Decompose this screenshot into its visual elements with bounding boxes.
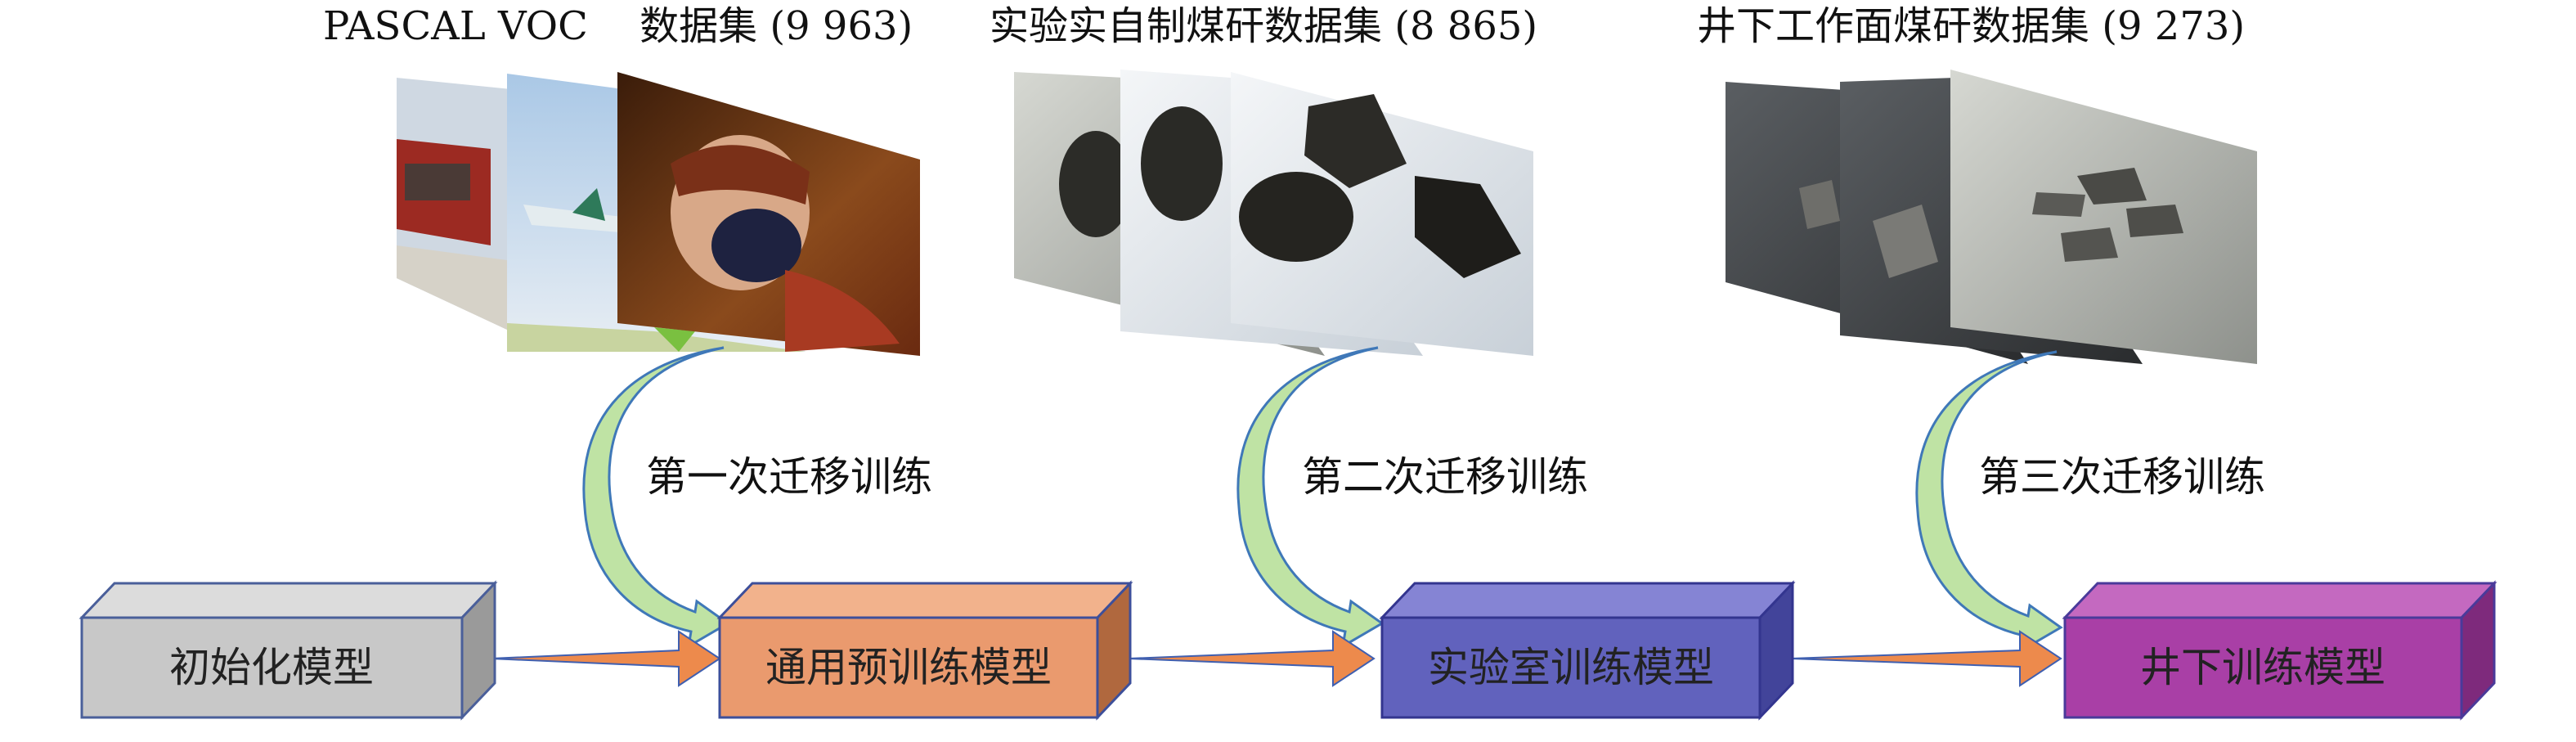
train-photo (397, 78, 519, 335)
model-label-initial: 初始化模型 (169, 644, 374, 691)
step-label-3: 第三次迁移训练 (1979, 453, 2265, 501)
step-label-2: 第二次迁移训练 (1302, 453, 1588, 501)
image-stack-pascal-voc (397, 72, 920, 356)
dataset-title-lab-coal: 实验实自制煤矸数据集 (8 865) (990, 3, 1537, 49)
model-label-underground: 井下训练模型 (2140, 644, 2385, 691)
woman-photo (617, 72, 920, 356)
model-box-initial: 初始化模型 (79, 580, 498, 721)
image-stack-underground (1726, 70, 2257, 364)
step-label-1: 第一次迁移训练 (646, 453, 932, 501)
coal-rock-photo-3 (1231, 72, 1533, 356)
model-label-lab: 实验室训练模型 (1428, 644, 1714, 691)
underground-photo-3 (1950, 70, 2257, 364)
flow-arrow-2 (1128, 630, 1376, 687)
flow-arrow-3 (1790, 630, 2062, 687)
model-box-lab: 实验室训练模型 (1379, 580, 1796, 721)
dataset-title-underground-coal: 井下工作面煤矸数据集 (9 273) (1697, 3, 2245, 49)
model-label-pretrained: 通用预训练模型 (765, 644, 1052, 691)
image-stack-lab-coal (1014, 70, 1533, 356)
curved-arrow-step-3 (1915, 350, 2063, 653)
model-box-underground: 井下训练模型 (2062, 580, 2497, 721)
dataset-title-pascal-voc: PASCAL VOC 数据集 (9 963) (323, 3, 913, 49)
model-box-pretrained: 通用预训练模型 (716, 580, 1133, 721)
flow-arrow-1 (490, 630, 721, 687)
